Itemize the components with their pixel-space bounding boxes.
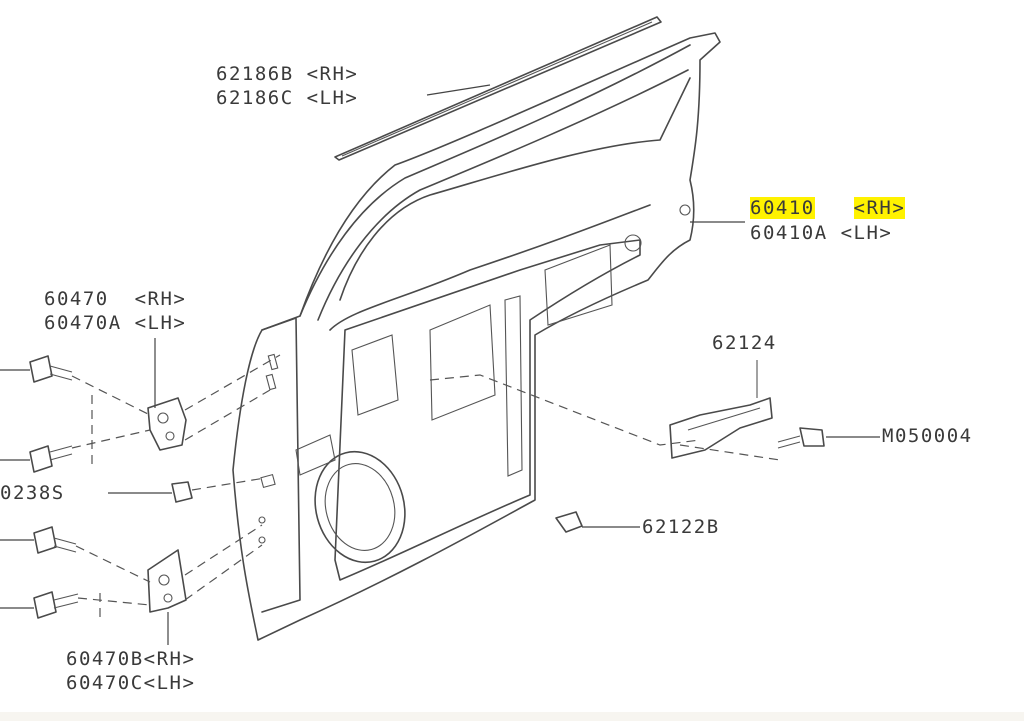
door-check — [555, 360, 825, 533]
lower-hinge — [147, 549, 187, 613]
window-run-strip — [334, 16, 662, 161]
upper-hinge — [147, 397, 187, 451]
door-shell — [232, 32, 721, 641]
label-nut: 0238S — [0, 482, 65, 504]
label-door-check-bolt: M050004 — [882, 425, 973, 447]
leader-lines — [0, 84, 880, 645]
label-door-check: 62124 — [712, 332, 777, 354]
label-lower-hinge-lh: 60470C<LH> — [66, 672, 196, 694]
bottom-edge — [0, 712, 1024, 721]
label-window-run-lh: 62186C <LH> — [216, 87, 359, 109]
hinge-bolts — [29, 355, 193, 619]
label-window-run-rh: 62186B <RH> — [216, 63, 359, 85]
label-upper-hinge-lh: 60470A <LH> — [44, 312, 187, 334]
label-lower-hinge-rh: 60470B<RH> — [66, 648, 196, 670]
assembly-dash-lines — [71, 354, 781, 618]
label-upper-hinge-rh: 60470 <RH> — [44, 288, 187, 310]
label-door-panel-rh: 60410 <RH> — [750, 197, 906, 219]
label-door-panel-rh-side: <RH> — [853, 197, 906, 219]
label-door-panel-rh-part: 60410 — [750, 197, 815, 219]
label-door-panel-lh: 60410A <LH> — [750, 222, 893, 244]
label-check-nut: 62122B — [642, 516, 720, 538]
